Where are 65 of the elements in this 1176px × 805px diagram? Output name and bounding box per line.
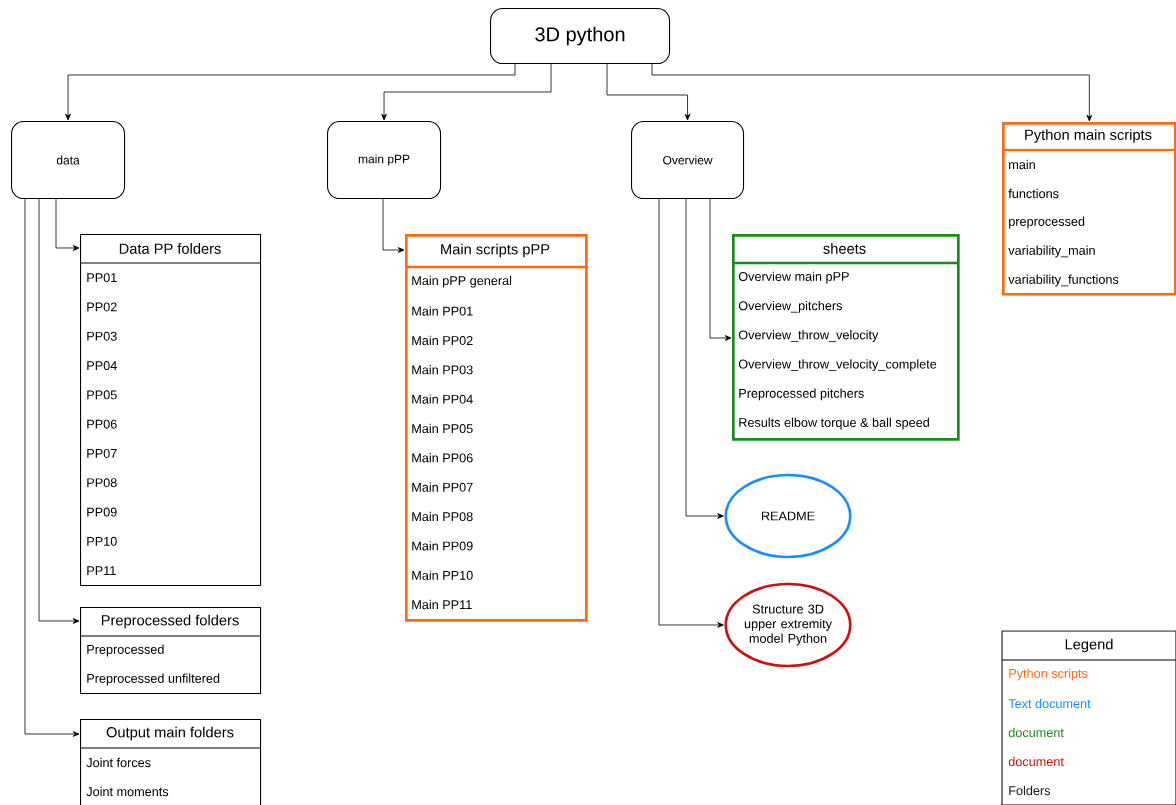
legend-entry: Text document [1008,698,1091,709]
arrow [685,198,724,519]
table-row: Overview_throw_velocity [738,330,879,342]
table-row: PP08 [87,478,117,488]
table-row: Overview main pPP [738,271,849,284]
table-row: Preprocessed [87,644,164,657]
table-row: Main PP10 [412,570,473,580]
legend-entry: Python scripts [1009,668,1088,681]
legend-title: Legend [1065,638,1113,653]
table-row: Main PP07 [412,482,473,492]
arrow [658,198,724,628]
legend-entry: document [1008,756,1064,767]
table-row: Overview_pitchers [738,300,842,313]
table-row: PP10 [87,536,117,546]
arrow [24,198,80,737]
table-row: Main PP04 [412,394,473,404]
table-row: main [1009,159,1035,170]
table-row: preprocessed [1009,216,1085,229]
arrow [606,63,691,121]
table-row: PP05 [87,390,117,400]
table-row: Main PP03 [412,365,473,375]
table-row: Main PP11 [412,599,472,610]
table-row: PP06 [87,419,117,429]
table-row: variability_functions [1008,274,1119,287]
table-row: PP04 [87,361,117,371]
table-row: Main pPP general [412,275,512,288]
table-row: Joint moments [86,786,169,797]
table-header: Preprocessed folders [101,614,239,629]
table-row: PP07 [87,448,117,458]
table-row: Results elbow torque & ball speed [739,417,929,430]
arrow [65,63,516,121]
table-row: Main PP06 [412,453,473,463]
arrow [709,198,732,341]
table-row: variability_main [1008,245,1095,258]
folder-box: 3D python [490,8,671,65]
folder-box: data [11,121,126,200]
table-row: functions [1008,188,1059,199]
table-row: Main PP08 [412,511,473,522]
table-header: Output main folders [106,726,234,741]
table-row: Overview_throw_velocity_complete [738,359,937,372]
arrow [382,198,405,253]
arrow [55,198,80,251]
table-header: Python main scripts [1025,129,1152,143]
table-row: Preprocessed pitchers [739,388,864,401]
table-row: Preprocessed unfiltered [87,673,220,686]
table-row: Joint forces [86,757,151,768]
folder-box: Overview [631,121,745,200]
legend-entry: document [1008,727,1064,738]
legend-entry: Folders [1009,785,1051,796]
table-row: Main PP09 [412,541,473,551]
table-header: Data PP folders [119,243,221,254]
table-header: sheets [823,243,866,254]
table-header: Main scripts pPP [441,243,550,258]
table-row: Main PP01 [412,306,473,316]
table-row: Main PP05 [412,423,473,434]
table-row: PP03 [87,331,117,341]
table-row: PP02 [87,302,117,312]
arrow [381,63,552,121]
folder-box: main pPP [327,121,442,200]
arrow [38,198,80,624]
arrow [651,63,1093,122]
table-row: Main PP02 [412,335,473,345]
table-row: PP11 [87,566,116,575]
table-row: PP09 [87,507,117,517]
table-row: PP01 [87,273,117,283]
